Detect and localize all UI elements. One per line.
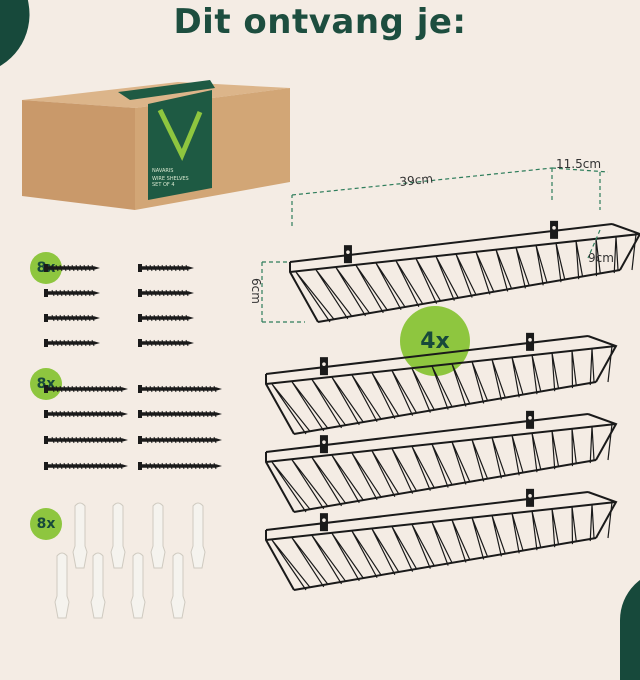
box-brand: NAVARIS	[152, 168, 173, 174]
badge-shelves-count: 4x	[400, 306, 470, 376]
wall-plug	[190, 502, 206, 569]
dimension-length: 39cm	[399, 172, 434, 189]
wire-shelf	[265, 488, 618, 591]
screw	[44, 462, 128, 470]
product-box: NAVARIS WIRE SHELVES SET OF 4	[22, 80, 290, 210]
dimension-front-height: 6cm	[249, 278, 263, 304]
wire-shelf	[265, 410, 618, 513]
badge-wall-plugs: 8x	[30, 508, 62, 540]
wall-plug	[130, 552, 146, 619]
box-label-line2: SET OF 4	[152, 182, 175, 188]
screw	[138, 264, 194, 272]
dimension-depth: 9cm	[588, 251, 614, 265]
screw	[138, 385, 222, 393]
screw	[44, 314, 100, 322]
wall-plug	[72, 502, 88, 569]
wire-shelf	[289, 220, 640, 323]
wall-plug	[170, 552, 186, 619]
screw	[44, 289, 100, 297]
screw	[44, 410, 128, 418]
screw	[138, 436, 222, 444]
dimension-height: 11.5cm	[556, 157, 601, 171]
screw	[138, 462, 222, 470]
dimension-annotations: 39cm 11.5cm 9cm 6cm	[249, 157, 614, 323]
screw	[44, 385, 128, 393]
wire-shelf	[265, 332, 618, 435]
screw	[138, 410, 222, 418]
wall-plug	[110, 502, 126, 569]
screw	[138, 339, 194, 347]
hardware-illustration	[44, 220, 640, 619]
screw	[44, 339, 100, 347]
screw	[44, 264, 100, 272]
wall-plug	[150, 502, 166, 569]
screw	[138, 314, 194, 322]
screw	[44, 436, 128, 444]
box-label-line1: WIRE SHELVES	[152, 176, 189, 182]
wall-plug	[54, 552, 70, 619]
page-title: Dit ontvang je:	[173, 2, 467, 42]
wall-plug	[90, 552, 106, 619]
screw	[138, 289, 194, 297]
